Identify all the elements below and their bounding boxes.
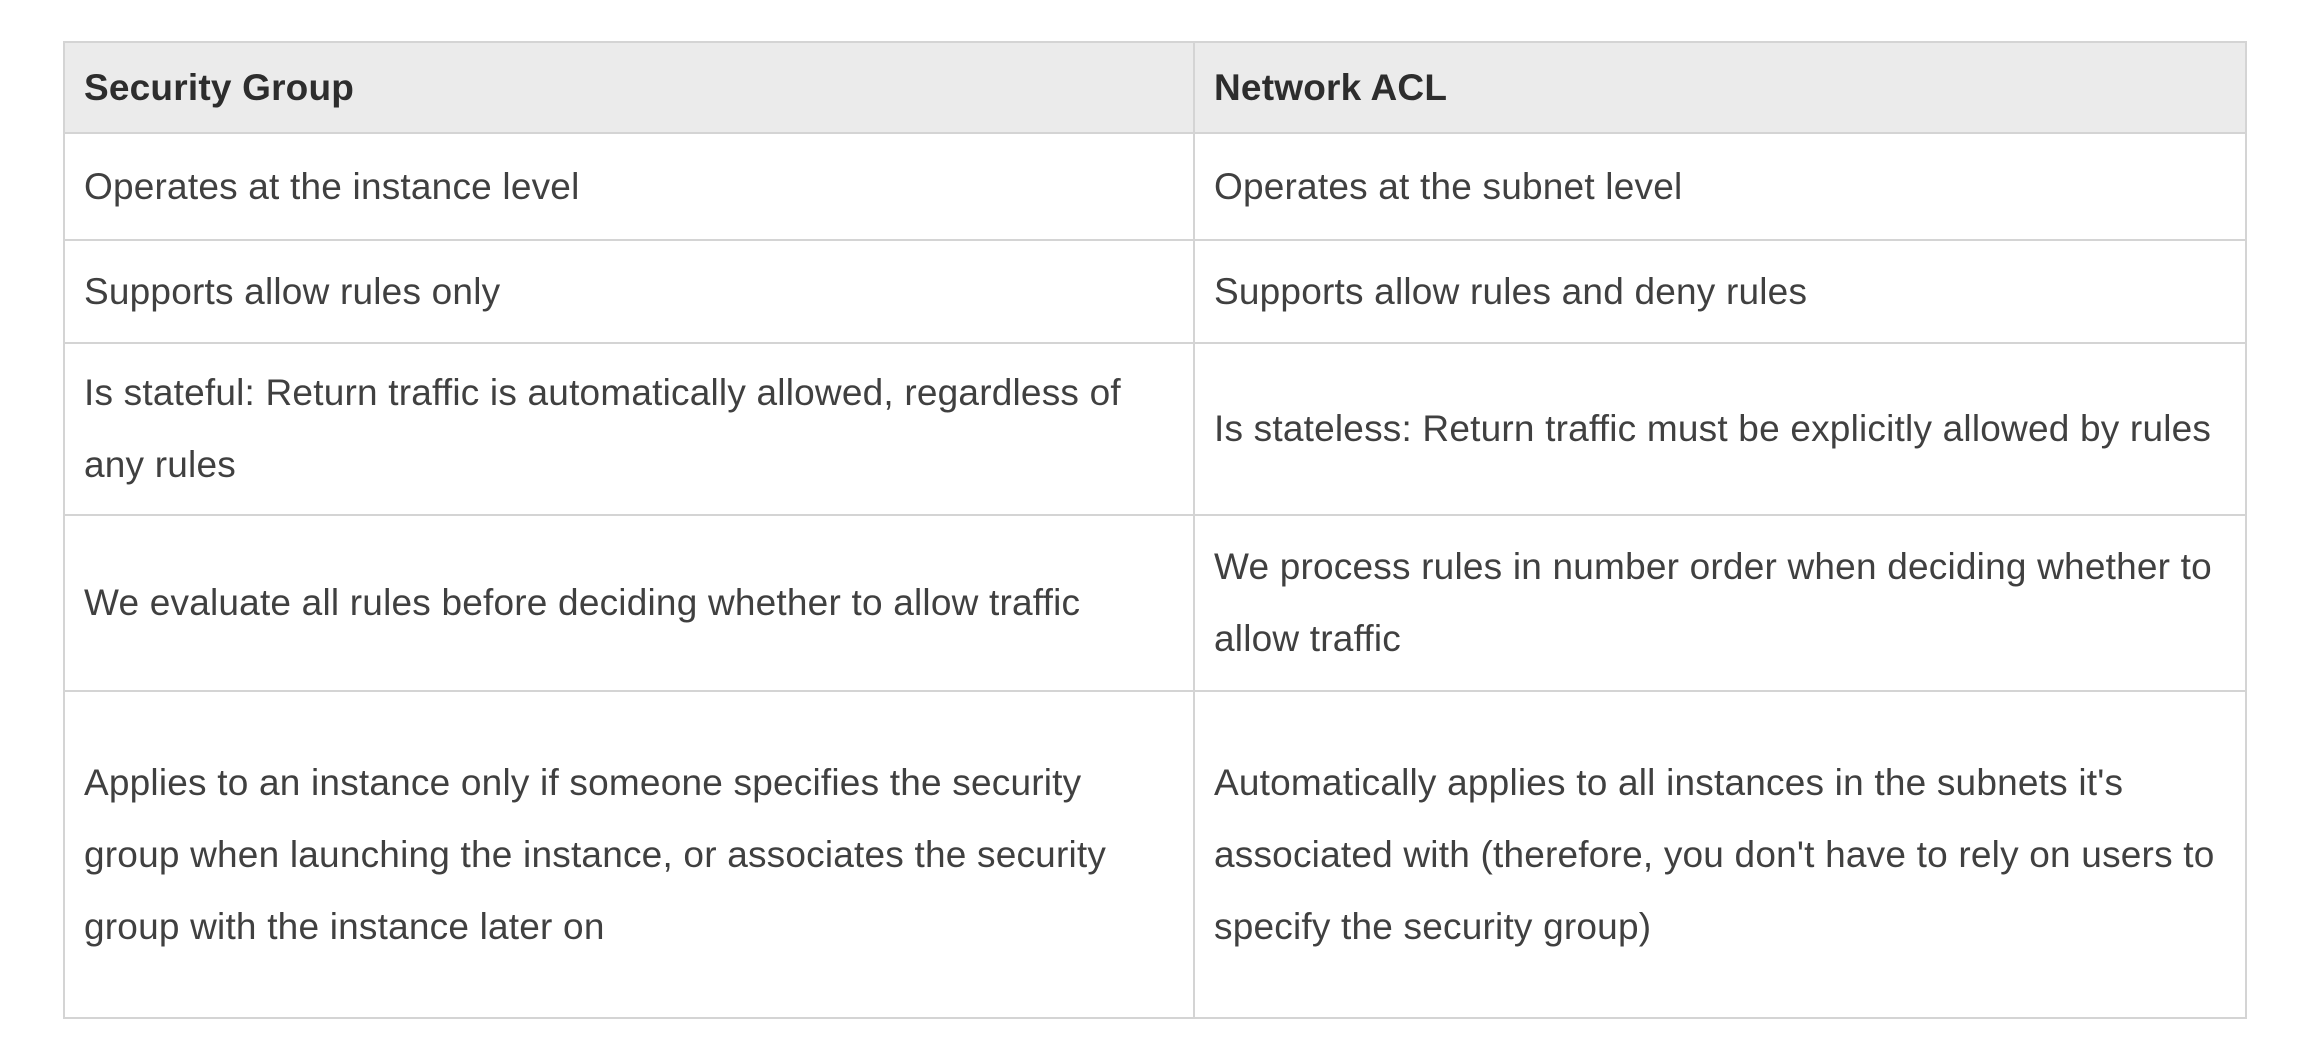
table-header-row: Security Group Network ACL bbox=[63, 41, 2247, 134]
cell-network-acl-evaluation: We process rules in number order when de… bbox=[1193, 514, 2247, 692]
table-row: Applies to an instance only if someone s… bbox=[63, 690, 2247, 1019]
cell-security-group-operates: Operates at the instance level bbox=[63, 132, 1195, 241]
cell-network-acl-application: Automatically applies to all instances i… bbox=[1193, 690, 2247, 1019]
table-row: Supports allow rules only Supports allow… bbox=[63, 239, 2247, 344]
cell-network-acl-stateless: Is stateless: Return traffic must be exp… bbox=[1193, 342, 2247, 516]
cell-network-acl-rules: Supports allow rules and deny rules bbox=[1193, 239, 2247, 344]
header-cell-network-acl: Network ACL bbox=[1193, 41, 2247, 134]
cell-network-acl-operates: Operates at the subnet level bbox=[1193, 132, 2247, 241]
cell-security-group-rules: Supports allow rules only bbox=[63, 239, 1195, 344]
security-group-vs-network-acl-table: Security Group Network ACL Operates at t… bbox=[63, 41, 2247, 1019]
cell-security-group-stateful: Is stateful: Return traffic is automatic… bbox=[63, 342, 1195, 516]
table-row: Is stateful: Return traffic is automatic… bbox=[63, 342, 2247, 516]
header-cell-security-group: Security Group bbox=[63, 41, 1195, 134]
cell-security-group-evaluation: We evaluate all rules before deciding wh… bbox=[63, 514, 1195, 692]
table-row: We evaluate all rules before deciding wh… bbox=[63, 514, 2247, 692]
table-row: Operates at the instance level Operates … bbox=[63, 132, 2247, 241]
cell-security-group-application: Applies to an instance only if someone s… bbox=[63, 690, 1195, 1019]
